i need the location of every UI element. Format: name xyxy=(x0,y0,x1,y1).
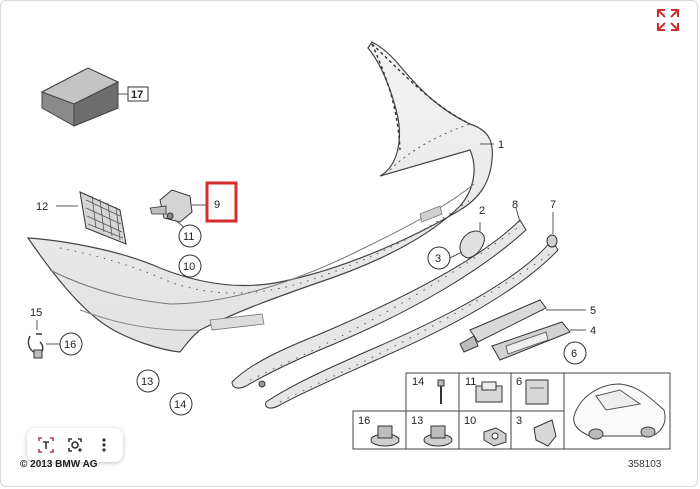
callout-14: 14 xyxy=(174,399,186,411)
bumper-cover xyxy=(26,41,493,353)
callout-11-circle xyxy=(178,224,202,248)
legend-label-3: 3 xyxy=(516,415,522,427)
callout-3: 3 xyxy=(435,253,441,265)
callout-17-box xyxy=(127,86,149,102)
legend-label-11: 11 xyxy=(465,376,476,388)
part-7-strip xyxy=(265,212,559,409)
legend-bracket-3 xyxy=(533,419,557,447)
legend-clip-6 xyxy=(525,379,549,405)
legend-label-13: 13 xyxy=(411,415,423,427)
legend-label-14: 14 xyxy=(412,376,424,388)
callout-5: 5 xyxy=(590,305,596,317)
callout-7: 7 xyxy=(550,199,556,211)
callout-15: 15 xyxy=(30,307,42,319)
part-4-bracket xyxy=(491,321,586,361)
callout-3-circle xyxy=(427,246,451,270)
callout-8: 8 xyxy=(512,199,518,211)
legend-label-16: 16 xyxy=(358,415,370,427)
more-vertical-icon[interactable] xyxy=(92,433,116,457)
legend-nut-16 xyxy=(370,425,400,447)
highlight-box-9 xyxy=(205,181,238,223)
car-silhouette xyxy=(573,383,666,440)
callout-14-circle xyxy=(169,392,193,416)
legend-nut-10 xyxy=(483,427,507,447)
callout-13: 13 xyxy=(141,376,153,388)
legend-label-6: 6 xyxy=(516,376,522,388)
image-toolbar xyxy=(27,428,123,462)
copyright-text: © 2013 BMW AG xyxy=(20,459,98,470)
callout-17: 17 xyxy=(131,89,143,101)
part-17-box xyxy=(40,67,128,127)
part-5-bracket xyxy=(459,299,586,353)
part-2-cap xyxy=(459,222,485,259)
callout-10: 10 xyxy=(183,261,195,273)
callout-13-circle xyxy=(136,369,160,393)
part-12-grille xyxy=(79,191,127,245)
expand-arrows-icon[interactable] xyxy=(656,8,680,32)
legend-screw-14 xyxy=(437,379,445,404)
legend-nut-13 xyxy=(423,425,453,447)
part-8-strip xyxy=(231,207,527,389)
callout-6: 6 xyxy=(571,348,577,360)
leader-3 xyxy=(449,251,463,259)
callout-12: 12 xyxy=(36,201,48,213)
part-15-clip xyxy=(27,333,44,359)
part-9-bracket xyxy=(149,189,208,223)
callout-9: 9 xyxy=(214,199,220,211)
visual-search-icon[interactable] xyxy=(63,433,87,457)
callout-4: 4 xyxy=(590,325,596,337)
figure-number: 358103 xyxy=(628,459,662,470)
legend-clip-11 xyxy=(475,381,503,403)
text-select-icon[interactable] xyxy=(34,433,58,457)
callout-1: 1 xyxy=(498,139,504,151)
callout-2: 2 xyxy=(479,205,485,217)
callout-10-circle xyxy=(178,254,202,278)
callout-16-circle xyxy=(59,332,83,356)
callout-6-circle xyxy=(563,341,587,365)
callout-16: 16 xyxy=(64,339,76,351)
legend-label-10: 10 xyxy=(464,415,476,427)
callout-11: 11 xyxy=(183,231,194,243)
